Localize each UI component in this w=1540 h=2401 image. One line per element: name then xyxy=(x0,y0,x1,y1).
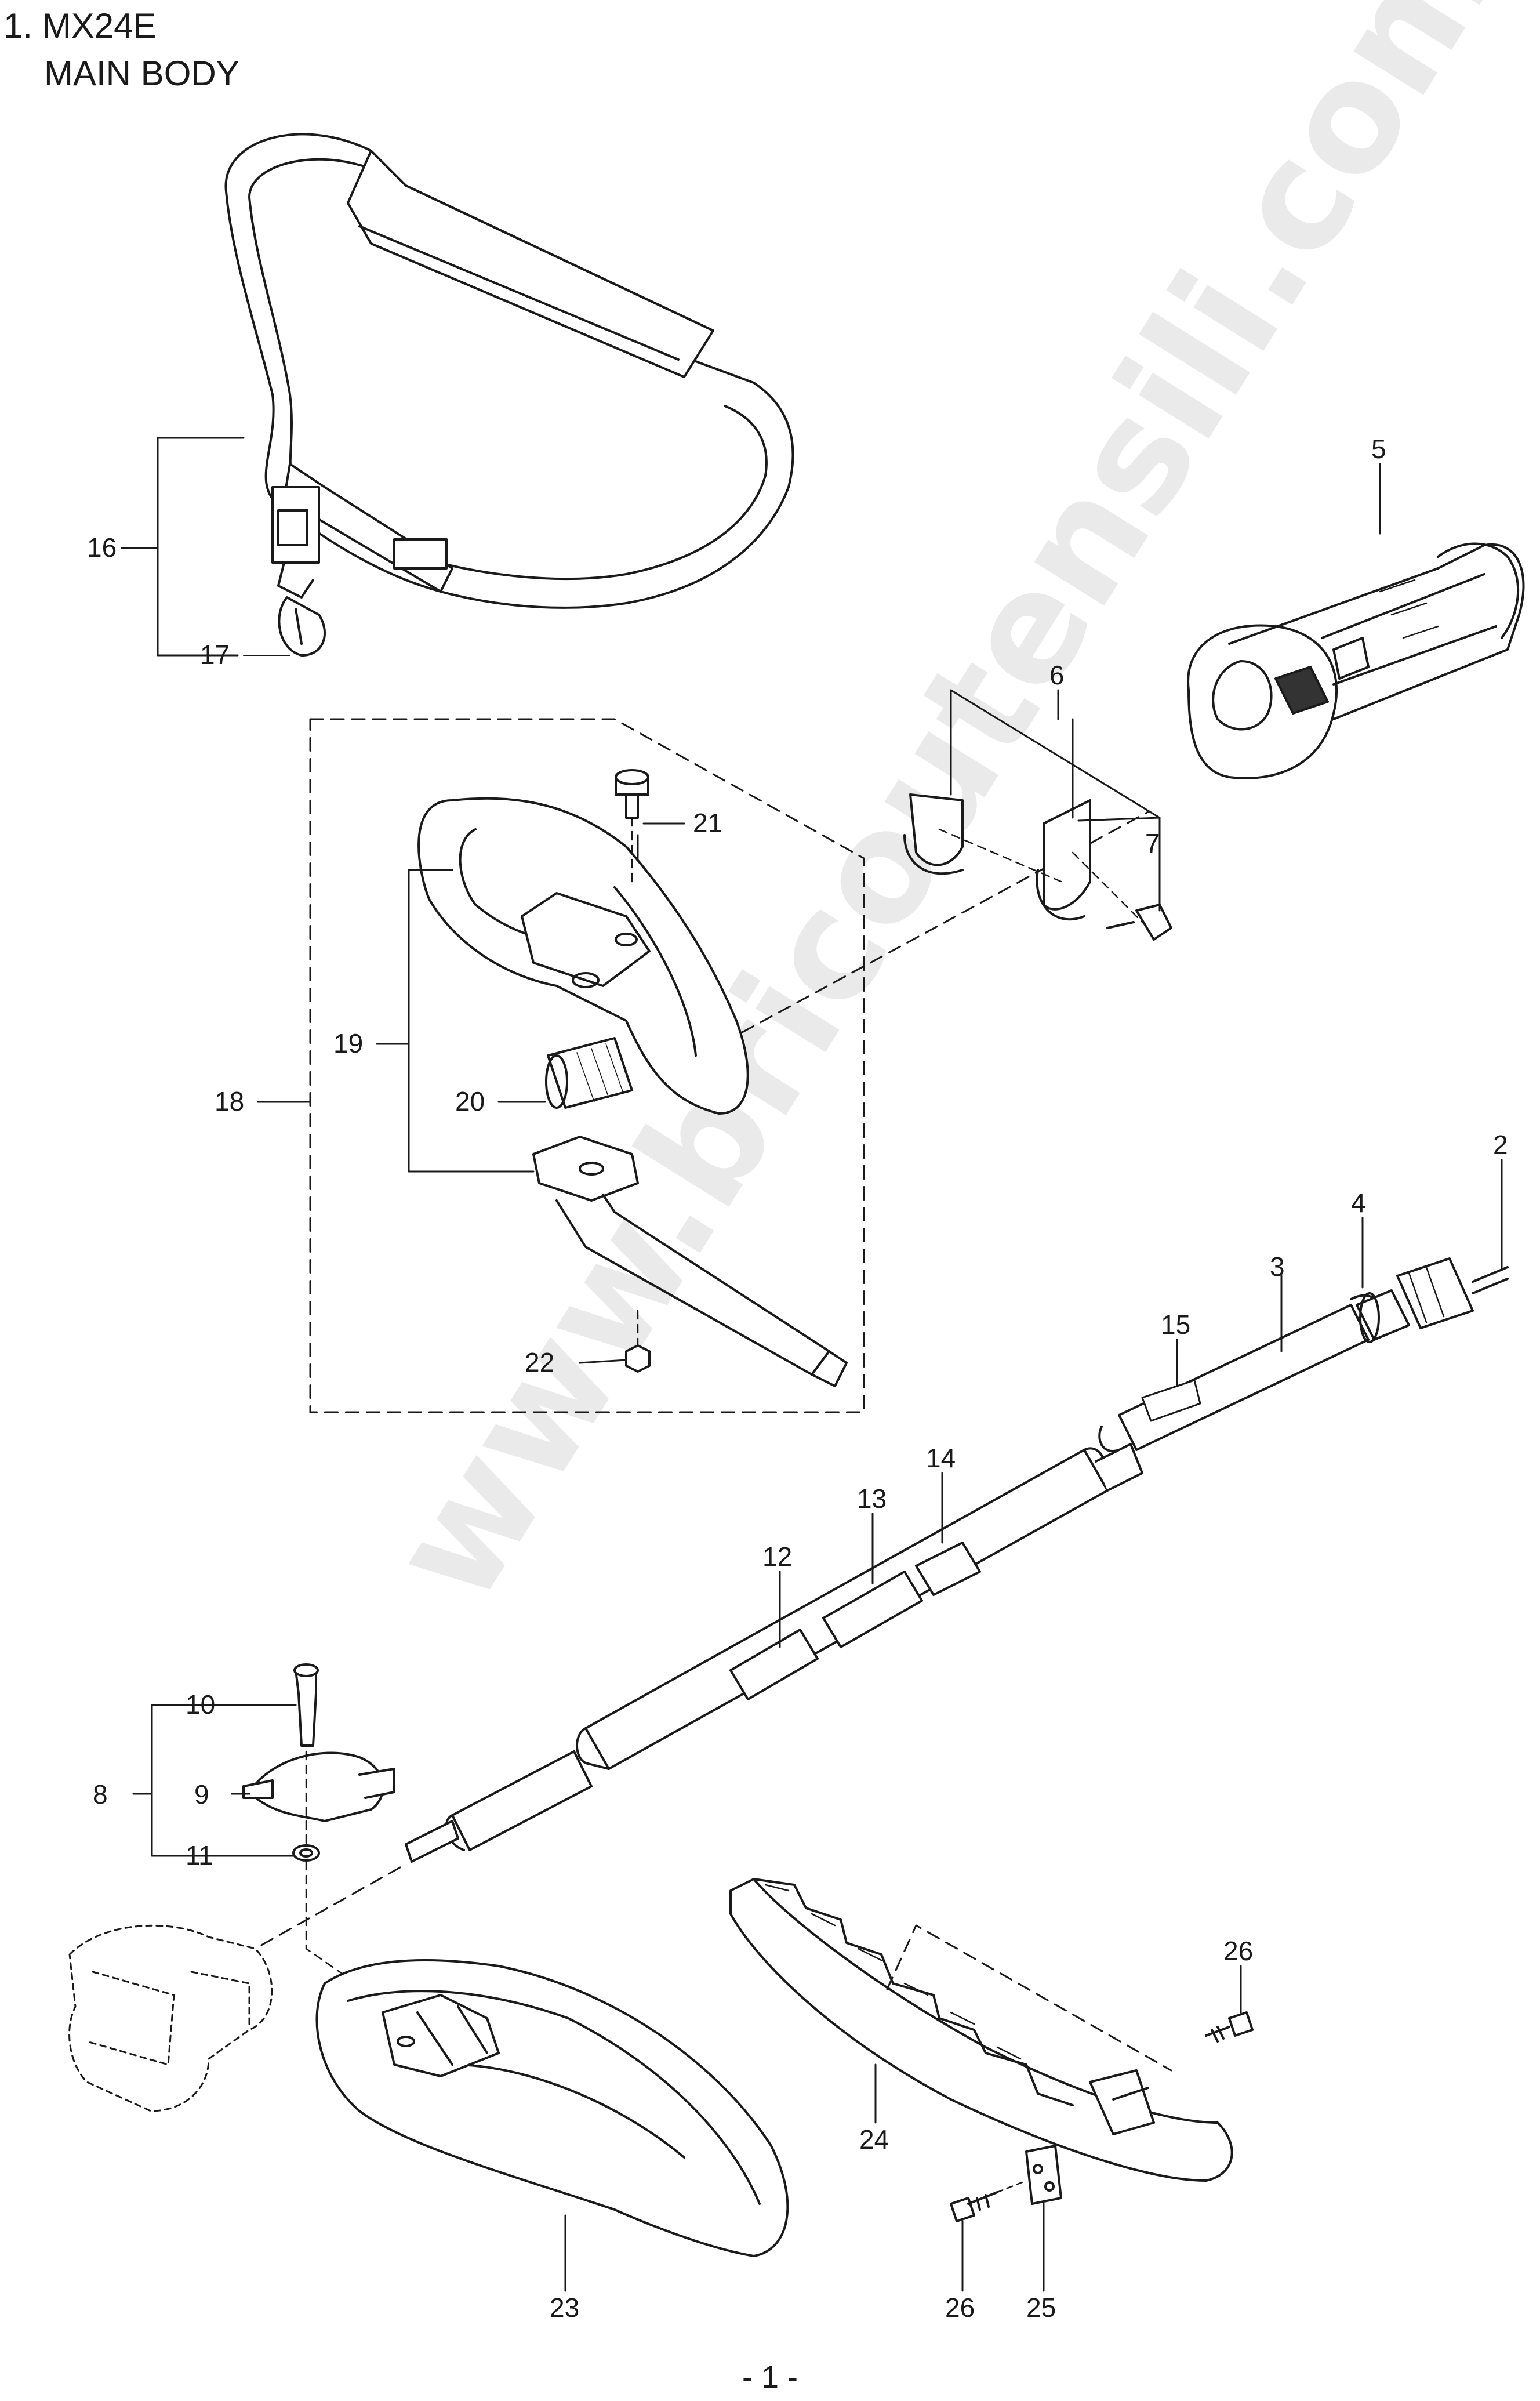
callout-26-lower: 26 xyxy=(945,2293,975,2323)
callout-16: 16 xyxy=(87,532,117,563)
grip-sleeve xyxy=(545,1037,633,1109)
callout-13: 13 xyxy=(857,1484,887,1514)
callout-18: 18 xyxy=(215,1086,244,1116)
callout-22: 22 xyxy=(525,1347,554,1377)
drive-shaft-tube xyxy=(1098,1257,1509,1452)
callout-14: 14 xyxy=(926,1443,956,1473)
callout-26-upper: 26 xyxy=(1223,1936,1253,1966)
callout-12: 12 xyxy=(762,1542,792,1572)
callout-9: 9 xyxy=(194,1779,209,1809)
handle-clamp-bracket xyxy=(903,793,1155,935)
callout-24: 24 xyxy=(859,2124,889,2155)
callout-19: 19 xyxy=(333,1028,363,1058)
callout-25: 25 xyxy=(1026,2293,1056,2323)
callout-23: 23 xyxy=(550,2293,579,2323)
motor-housing xyxy=(1187,542,1525,779)
screw-26-upper xyxy=(1205,2011,1254,2043)
grass-guard xyxy=(315,1959,789,2257)
callout-bracket-16-17 xyxy=(121,437,290,657)
diagram-title: 1. MX24E MAIN BODY xyxy=(3,2,239,97)
callout-2: 2 xyxy=(1493,1130,1508,1160)
section-label: MAIN BODY xyxy=(44,54,239,93)
callout-15: 15 xyxy=(1161,1310,1190,1340)
plate-25 xyxy=(1025,2145,1062,2205)
callout-17: 17 xyxy=(200,640,230,670)
screw-26-lower xyxy=(950,2179,1027,2222)
loop-handle xyxy=(417,797,749,1115)
lower-shaft xyxy=(576,1443,1143,1770)
callout-labels: 2 3 4 5 6 7 8 9 10 11 12 13 14 15 16 17 … xyxy=(87,434,1508,2323)
callout-8: 8 xyxy=(93,1779,108,1809)
nut-22 xyxy=(625,1310,651,1373)
line-cutter-blade xyxy=(729,1878,1233,2182)
model-label: 1. MX24E xyxy=(3,6,157,45)
callout-10: 10 xyxy=(186,1689,215,1720)
callout-21: 21 xyxy=(693,808,722,838)
shaft-clamp xyxy=(242,1663,395,1979)
callout-5: 5 xyxy=(1371,434,1386,464)
gear-head-reference xyxy=(68,1924,273,2112)
handle-lower-clamp xyxy=(532,1136,848,1387)
callout-4: 4 xyxy=(1351,1188,1366,1218)
page-number: - 1 - xyxy=(742,2360,798,2395)
bolt-21 xyxy=(615,769,649,883)
callout-6: 6 xyxy=(1049,660,1065,690)
callout-7: 7 xyxy=(1145,828,1160,858)
shoulder-strap xyxy=(224,133,794,657)
callout-3: 3 xyxy=(1270,1252,1285,1282)
handle-assembly-outline xyxy=(309,718,865,1413)
screw-7 xyxy=(1106,904,1172,941)
shaft-end xyxy=(405,1750,593,1863)
callout-11: 11 xyxy=(186,1840,213,1870)
callout-20: 20 xyxy=(455,1086,485,1116)
